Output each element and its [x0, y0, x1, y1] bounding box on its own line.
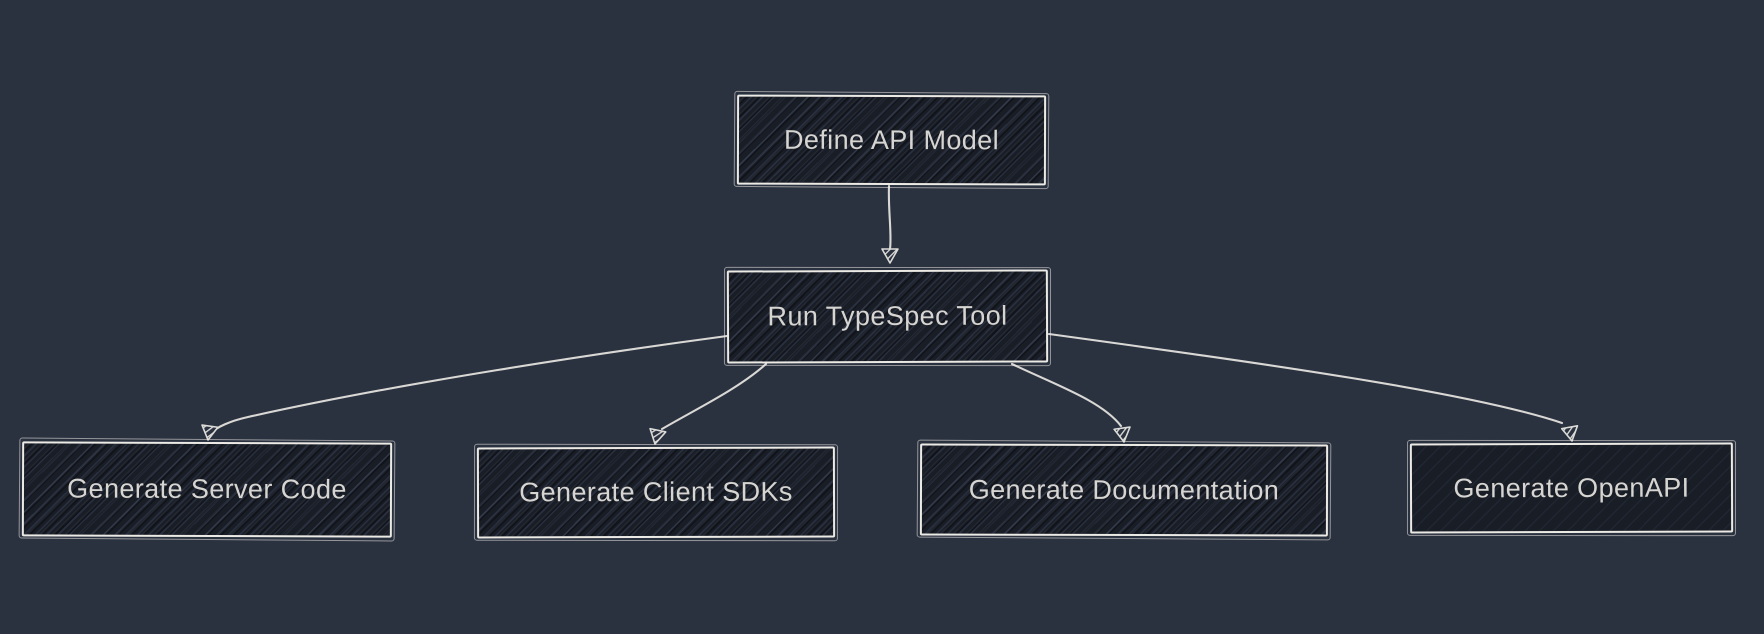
edge-run-server	[209, 334, 729, 435]
edge-define-run	[887, 184, 892, 251]
node-label: Generate OpenAPI	[1453, 472, 1690, 503]
arrowhead-run-server	[201, 424, 219, 441]
edge-run-openapi	[1047, 332, 1564, 425]
arrowhead-run-openapi	[1560, 425, 1579, 442]
arrowhead-define-run	[881, 248, 899, 264]
node-generate-documentation: Generate Documentation	[919, 443, 1329, 537]
node-label: Define API Model	[783, 124, 1000, 155]
edge-run-docs	[1010, 362, 1123, 428]
arrowhead-run-sdks	[649, 427, 667, 445]
edge-run-sdks	[660, 362, 768, 431]
node-label: Run TypeSpec Tool	[767, 300, 1008, 332]
node-label: Generate Server Code	[67, 473, 347, 505]
arrowhead-run-docs	[1113, 426, 1131, 443]
node-label: Generate Client SDKs	[519, 476, 793, 508]
node-generate-openapi: Generate OpenAPI	[1409, 442, 1734, 534]
node-define-api-model: Define API Model	[736, 94, 1047, 186]
node-generate-server-code: Generate Server Code	[21, 441, 393, 538]
node-label: Generate Documentation	[968, 474, 1280, 505]
node-run-typespec-tool: Run TypeSpec Tool	[726, 269, 1049, 364]
node-generate-client-sdks: Generate Client SDKs	[476, 446, 836, 539]
